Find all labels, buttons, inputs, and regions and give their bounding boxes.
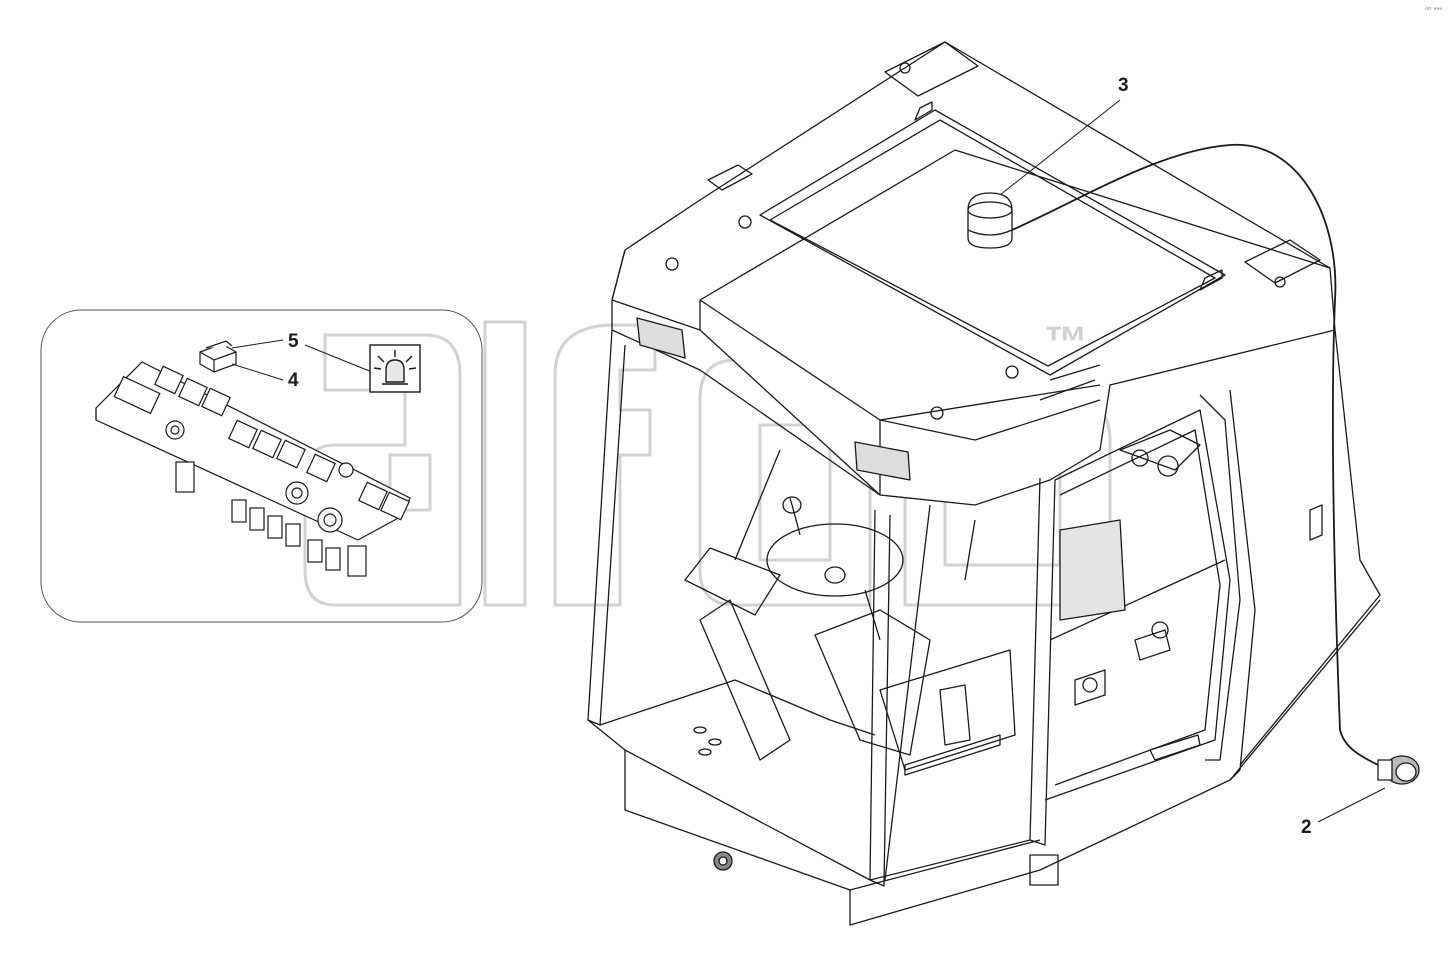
power-socket [1377, 755, 1420, 785]
watermark-tm: ™ [1044, 318, 1088, 367]
rotating-beacon-icon [369, 344, 421, 393]
operator-cab [587, 41, 1381, 926]
callout-5: 5 [288, 331, 299, 352]
callout-4: 4 [288, 370, 299, 391]
callout-2: 2 [1301, 817, 1312, 838]
beacon-cable [1011, 144, 1379, 766]
leader-lines [999, 99, 1386, 823]
callout-3: 3 [1118, 75, 1129, 96]
corner-mark: ᵒᴰ ᵃᵃᵃ [1425, 6, 1442, 14]
beacon-light [967, 192, 1013, 249]
watermark-logo [303, 320, 1112, 607]
control-panel-inset [40, 309, 483, 623]
